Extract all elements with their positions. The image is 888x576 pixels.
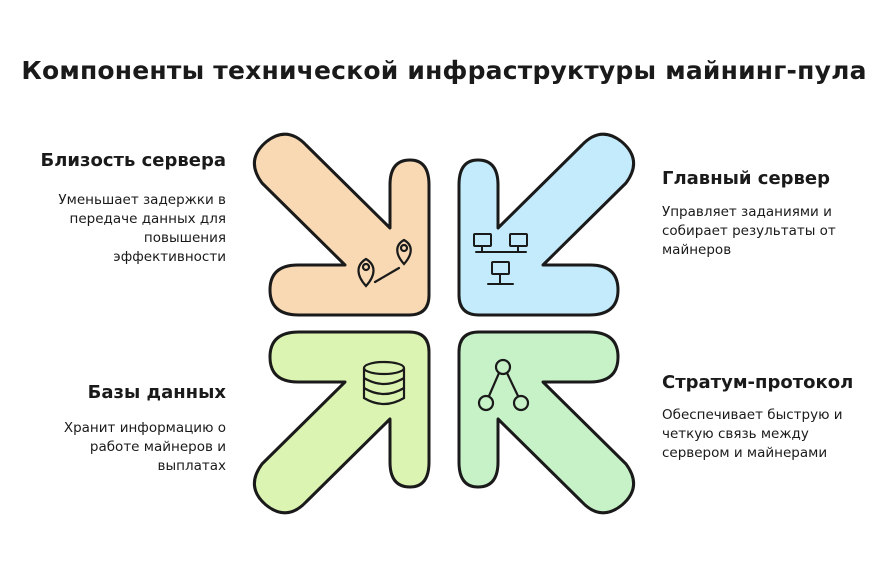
component-heading: Близость сервера bbox=[40, 150, 226, 171]
arrow-shape-databases bbox=[253, 330, 431, 515]
arrow-bottom-left bbox=[253, 330, 431, 515]
arrow-top-right bbox=[457, 132, 635, 317]
component-databases: Базы данных Хранит информацию о работе м… bbox=[30, 380, 226, 476]
network-computers-icon bbox=[473, 233, 528, 285]
component-heading: Главный сервер bbox=[662, 168, 831, 189]
component-description: Управляет заданиями и собирает результат… bbox=[662, 204, 836, 258]
component-stratum: Стратум-протокол Обеспечивает быструю и … bbox=[662, 370, 862, 463]
hierarchy-nodes-icon bbox=[477, 358, 530, 412]
arrow-shape-main-server bbox=[457, 132, 635, 317]
component-heading: Стратум-протокол bbox=[662, 372, 854, 393]
component-description: Уменьшает задержки в передаче данных для… bbox=[58, 192, 226, 265]
arrow-shape-stratum bbox=[457, 330, 635, 515]
arrow-bottom-right bbox=[457, 330, 635, 515]
component-main-server: Главный сервер Управляет заданиями и соб… bbox=[662, 166, 862, 260]
arrow-shape-proximity bbox=[253, 132, 431, 317]
component-description: Хранит информацию о работе майнеров и вы… bbox=[63, 420, 226, 474]
page-title: Компоненты технической инфраструктуры ма… bbox=[21, 56, 867, 85]
component-description: Обеспечивает быструю и четкую связь межд… bbox=[662, 407, 843, 461]
arrow-top-left bbox=[253, 132, 431, 317]
database-icon bbox=[362, 360, 406, 406]
component-heading: Базы данных bbox=[87, 382, 226, 403]
map-pin-route-icon bbox=[357, 238, 412, 288]
component-proximity: Близость сервера Уменьшает задержки в пе… bbox=[30, 148, 226, 267]
